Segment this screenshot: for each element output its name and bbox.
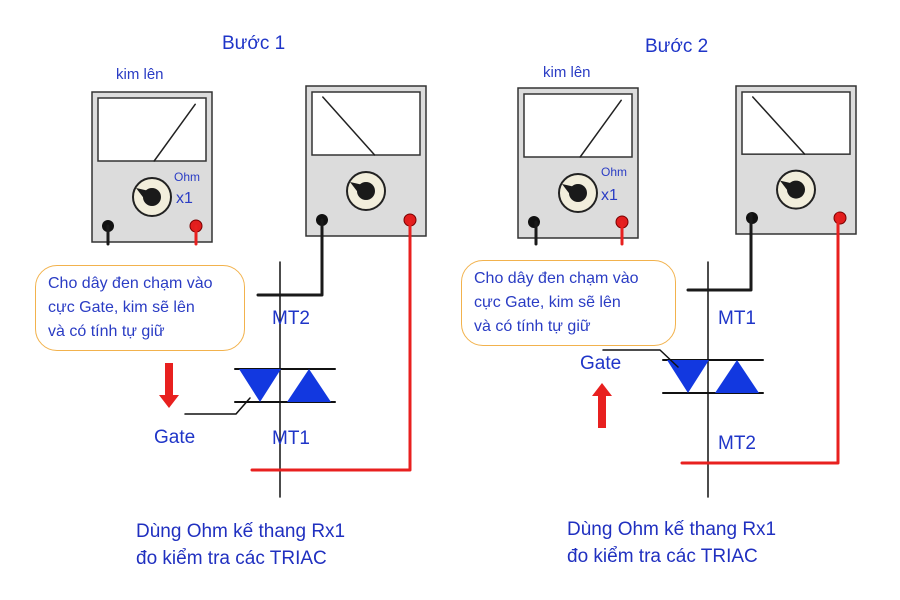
- step1-title: Bước 1: [222, 33, 286, 54]
- step2-meter-right-red-jack: [833, 211, 847, 225]
- step1-meter-left-selector-pointer: [136, 188, 158, 205]
- step2-gate-label: Gate: [580, 353, 622, 374]
- step2-meter-left-selector-pointer: [562, 184, 584, 201]
- step1-triac-triangle-up: [287, 369, 331, 402]
- step1-caption-line-2: đo kiểm tra các TRIAC: [136, 548, 327, 569]
- step1-note: Cho dây đen chạm vào cực Gate, kim sẽ lê…: [35, 265, 245, 351]
- step2-black-wire: [686, 212, 753, 292]
- step2-note: Cho dây đen chạm vào cực Gate, kim sẽ lê…: [461, 260, 676, 346]
- step2-note-line-3: và có tính tự giữ: [474, 318, 591, 335]
- step2-range-mult: x1: [601, 187, 618, 204]
- step1-meter-right-needle: [322, 96, 376, 156]
- step1-range-unit: Ohm: [174, 170, 201, 184]
- step2-meter-right-needle: [752, 96, 806, 155]
- step2-note-line-1: Cho dây đen chạm vào: [474, 270, 639, 287]
- step1-note-line-3: và có tính tự giữ: [48, 323, 165, 340]
- step2-range-unit: Ohm: [601, 165, 628, 179]
- step2-meter-right-selector-pointer: [780, 180, 802, 198]
- step1-gate-down-arrow: [159, 363, 179, 408]
- step1-meter-left-dial-window: [97, 97, 207, 162]
- step2-red-wire: [680, 212, 840, 465]
- step1-triac-triangle-down: [239, 369, 281, 402]
- step1-gate-label: Gate: [154, 427, 196, 448]
- step2-caption: Dùng Ohm kế thang Rx1 đo kiểm tra các TR…: [567, 516, 776, 570]
- step1-bottom-terminal: MT1: [272, 428, 310, 449]
- step2-meter-left-dial-window: [523, 93, 633, 158]
- step1-gate-lead: [184, 397, 251, 415]
- step2-gate-up-arrow: [592, 383, 612, 428]
- step2-meter-left-needle: [579, 99, 622, 158]
- step1-top-terminal: MT2: [272, 308, 310, 329]
- step1-meter-right-selector-pointer: [350, 182, 372, 199]
- step2-triac-triangle-down: [667, 360, 709, 393]
- step1-red-wire: [250, 218, 412, 472]
- step2-needle-label: kim lên: [543, 64, 591, 81]
- step2-meter-left-black-jack: [528, 216, 540, 228]
- step1-meter-left-needle: [153, 103, 196, 162]
- step2-top-terminal: MT1: [718, 308, 756, 329]
- step1-black-wire: [256, 218, 324, 297]
- step2-gate-lead: [602, 349, 679, 368]
- step1-caption: Dùng Ohm kế thang Rx1 đo kiểm tra các TR…: [136, 518, 345, 572]
- step1-range-mult: x1: [176, 190, 193, 207]
- step1-note-line-1: Cho dây đen chạm vào: [48, 275, 213, 292]
- step2-title: Bước 2: [645, 36, 709, 57]
- step2-bottom-terminal: MT2: [718, 433, 756, 454]
- step2-caption-line-1: Dùng Ohm kế thang Rx1: [567, 519, 777, 540]
- step1-needle-label: kim lên: [116, 66, 164, 83]
- step2-note-line-2: cực Gate, kim sẽ lên: [474, 294, 621, 311]
- step2-triac-triangle-up: [715, 360, 759, 393]
- step2-caption-line-2: đo kiểm tra các TRIAC: [567, 546, 758, 567]
- step1-caption-line-1: Dùng Ohm kế thang Rx1: [136, 521, 346, 542]
- step1-note-line-2: cực Gate, kim sẽ lên: [48, 299, 195, 316]
